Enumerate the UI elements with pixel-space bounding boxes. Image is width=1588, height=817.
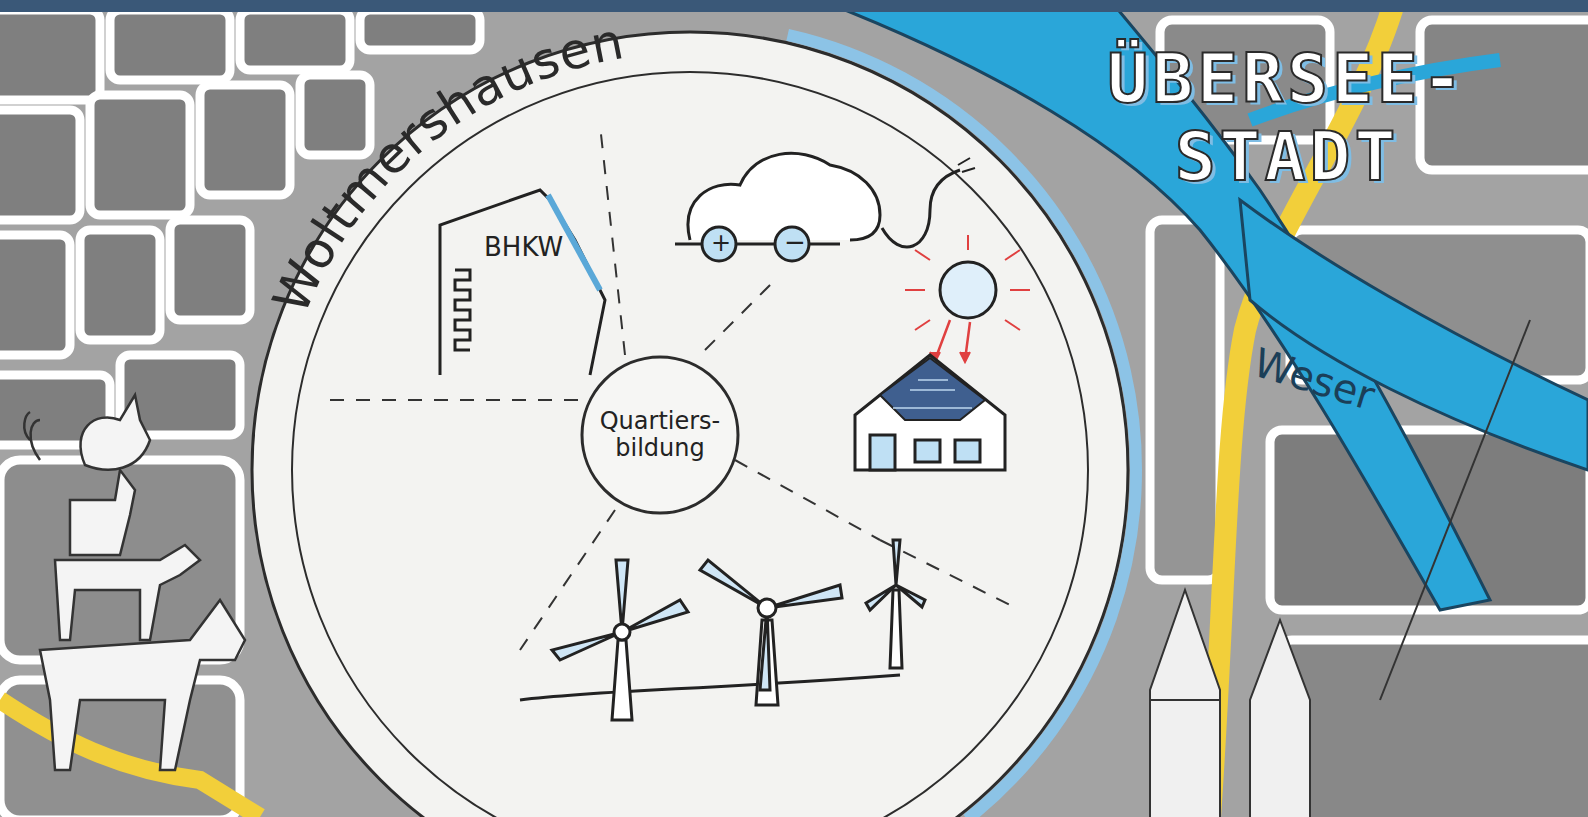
city-blocks bbox=[0, 110, 80, 220]
weser-river-branch bbox=[1240, 200, 1588, 470]
sun bbox=[905, 235, 1030, 362]
river-arm bbox=[1250, 60, 1500, 120]
sector-dividers bbox=[330, 125, 1010, 650]
solar-house bbox=[870, 435, 895, 470]
top-band bbox=[0, 0, 1588, 12]
wind-turbines bbox=[890, 590, 902, 668]
bhkw-building bbox=[440, 190, 605, 375]
leader-line bbox=[1380, 320, 1530, 700]
sun bbox=[935, 320, 970, 360]
city-blocks bbox=[240, 10, 350, 70]
town-musicians bbox=[31, 420, 40, 460]
bhkw-building bbox=[548, 195, 600, 290]
town-musicians bbox=[24, 412, 30, 440]
wind-turbines bbox=[520, 675, 900, 700]
center-circle: Quartiers- bildung bbox=[580, 355, 740, 515]
solar-house bbox=[855, 355, 1005, 470]
bhkw-building bbox=[455, 270, 470, 350]
center-outline bbox=[582, 357, 738, 513]
city-blocks bbox=[0, 235, 70, 355]
electric-car bbox=[958, 158, 975, 172]
solar-house bbox=[915, 440, 940, 462]
sector-dividers bbox=[705, 280, 775, 350]
church-spires bbox=[1150, 590, 1310, 817]
town-musicians bbox=[80, 395, 150, 470]
sector-dividers bbox=[880, 540, 1010, 605]
electric-car bbox=[675, 153, 975, 261]
ring-shade bbox=[788, 35, 1136, 817]
town-musicians bbox=[55, 545, 200, 640]
wind-turbines bbox=[614, 624, 630, 640]
yellow-road bbox=[0, 700, 260, 817]
solar-house bbox=[955, 440, 980, 462]
electric-car bbox=[688, 153, 880, 240]
sun bbox=[930, 352, 970, 362]
district-name: Woltmershausen bbox=[262, 12, 629, 322]
city-blocks bbox=[110, 10, 230, 80]
electric-car bbox=[675, 243, 840, 246]
district-circle: WoltmershausenQuartiers- bildung bbox=[250, 30, 1130, 817]
city-blocks bbox=[1280, 640, 1588, 817]
city-blocks bbox=[200, 85, 290, 195]
city-blocks bbox=[300, 75, 370, 155]
wind-turbines bbox=[612, 640, 632, 720]
solar-house bbox=[893, 380, 972, 408]
city-blocks bbox=[90, 95, 190, 215]
city-blocks bbox=[0, 10, 100, 100]
river-label: Weser bbox=[1248, 339, 1380, 419]
wind-turbines bbox=[552, 560, 688, 660]
city-blocks bbox=[80, 230, 160, 340]
town-musicians bbox=[70, 470, 135, 555]
bhkw-building bbox=[440, 190, 605, 375]
center-title: Quartiers- bildung bbox=[585, 408, 735, 463]
city-blocks bbox=[360, 10, 480, 50]
city-blocks bbox=[1420, 20, 1588, 170]
electric-car bbox=[882, 170, 960, 247]
wind-turbines bbox=[520, 540, 925, 720]
district-name: Woltmershausen bbox=[262, 12, 629, 322]
electric-car bbox=[775, 227, 809, 261]
electric-car bbox=[702, 227, 736, 261]
wind-turbines bbox=[866, 540, 925, 610]
sun bbox=[905, 235, 1030, 330]
wind-turbines bbox=[700, 560, 842, 690]
sector-dividers bbox=[520, 510, 615, 650]
solar-house bbox=[880, 358, 985, 420]
solar-house bbox=[855, 355, 1005, 470]
wind-turbines bbox=[756, 620, 778, 705]
city-blocks bbox=[170, 220, 250, 320]
city-blocks bbox=[1150, 220, 1220, 580]
inner-ring bbox=[292, 72, 1088, 817]
wind-turbines bbox=[758, 599, 776, 617]
sun bbox=[905, 235, 1030, 360]
district-label: ÜBERSEE- STADT bbox=[1082, 40, 1492, 196]
sector-dividers bbox=[735, 460, 880, 540]
sun bbox=[940, 262, 996, 318]
town-musicians bbox=[24, 395, 245, 770]
sector-dividers bbox=[600, 125, 625, 355]
sector-dividers bbox=[330, 399, 585, 401]
